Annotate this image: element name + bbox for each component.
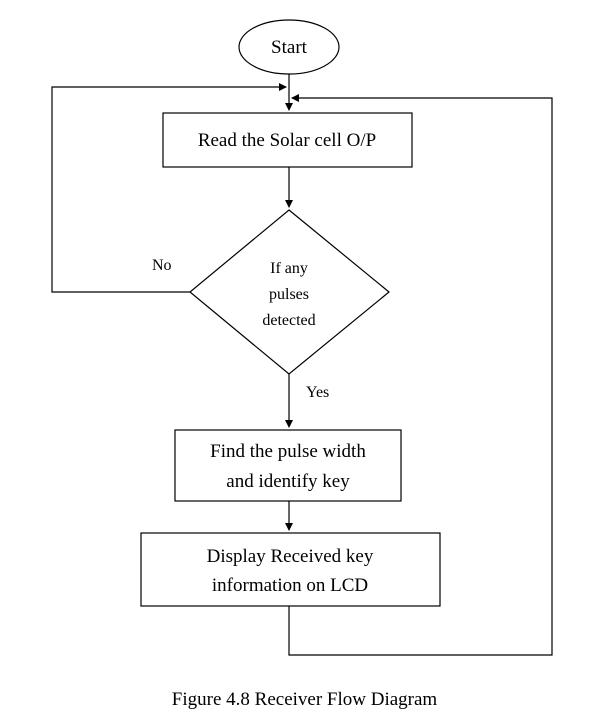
- decision-line-3: detected: [262, 312, 315, 329]
- figure-caption: Figure 4.8 Receiver Flow Diagram: [171, 689, 438, 710]
- display-line-2: information on LCD: [212, 575, 368, 596]
- flow-diagram: Start Read the Solar cell O/P If any pul…: [51, 19, 553, 656]
- read-solar-cell-box: [162, 112, 413, 168]
- display-line-1: Display Received key: [207, 546, 374, 567]
- decision-line-2: pulses: [269, 286, 309, 303]
- yes-label: Yes: [306, 384, 329, 401]
- display-lcd-box: [140, 532, 441, 607]
- find-pulse-width-box: [174, 429, 402, 502]
- read-solar-cell-label: Read the Solar cell O/P: [198, 130, 376, 151]
- no-label: No: [152, 257, 172, 274]
- decision-line-1: If any: [270, 260, 308, 277]
- start-label: Start: [271, 37, 308, 58]
- return-loop: [288, 94, 553, 656]
- find-line-1: Find the pulse width: [210, 441, 366, 462]
- no-branch-loop: [51, 83, 287, 293]
- find-line-2: and identify key: [226, 471, 350, 492]
